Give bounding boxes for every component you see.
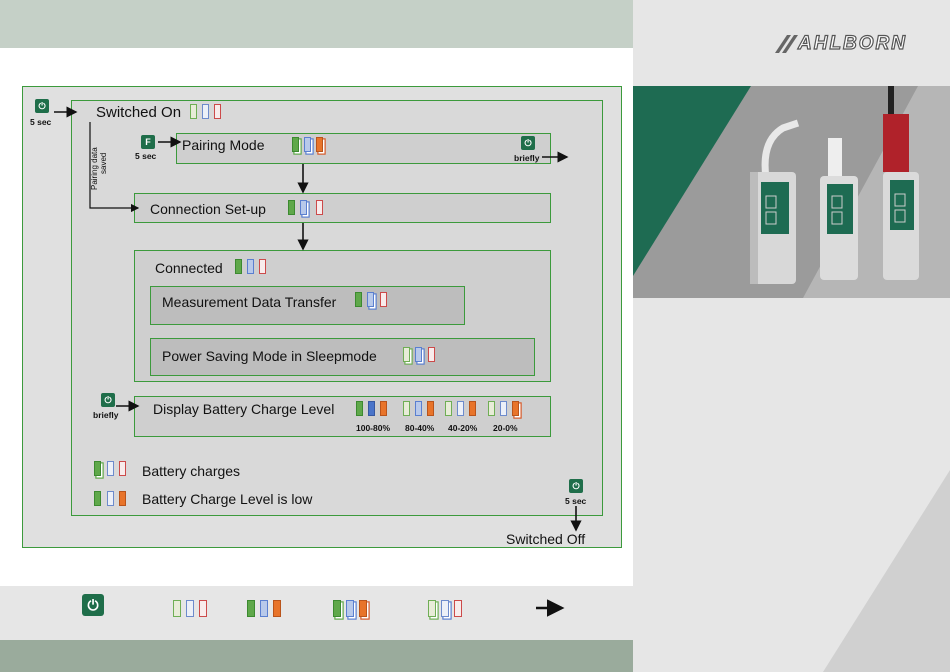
briefly-pairing-label: briefly (514, 153, 540, 163)
battery-orange-blink-icon (359, 600, 367, 617)
battery-blue-full-icon (368, 401, 375, 416)
battery-blue-icon (247, 259, 254, 274)
footer-bar (0, 640, 633, 672)
battery-blue-outline-icon (186, 600, 194, 617)
pairing-saved-label: Pairing data saved (90, 147, 108, 190)
battery-blue-blink-icon (300, 200, 307, 215)
battery-blue-outline-icon (500, 401, 507, 416)
battery-blue-icon (260, 600, 268, 617)
logo-text: AHLBORN (798, 33, 907, 55)
battery-green-icon (356, 401, 363, 416)
battery-orange-icon (119, 491, 126, 506)
battery-green-blink-icon (428, 600, 436, 617)
battery-red-icon (428, 347, 435, 362)
battery-blue-outline-icon (107, 491, 114, 506)
battery-orange-icon (469, 401, 476, 416)
pairing-saved-line-2: saved (99, 153, 108, 190)
level-100-80-label: 100-80% (356, 423, 390, 433)
battery-blue-icon (202, 104, 209, 119)
battery-green-blink-icon (403, 347, 410, 362)
power-button-icon: ⏻ (101, 393, 115, 407)
battery-blue-blink-icon (415, 347, 422, 362)
power-button-icon: ⏻ (521, 136, 535, 150)
product-photo (633, 86, 950, 298)
battery-green-outline-icon (403, 401, 410, 416)
battery-green-outline-icon (445, 401, 452, 416)
battery-orange-icon (273, 600, 281, 617)
battery-red-icon (380, 292, 387, 307)
battery-green-icon (247, 600, 255, 617)
battery-blue-blink-icon (441, 600, 449, 617)
briefly-display-label: briefly (93, 410, 119, 420)
battery-red-icon (454, 600, 462, 617)
battery-red-icon (316, 200, 323, 215)
battery-green-outline-icon (173, 600, 181, 617)
battery-red-icon (119, 461, 126, 476)
battery-green-icon (190, 104, 197, 119)
battery-red-icon (259, 259, 266, 274)
battery-orange-blink-icon (512, 401, 519, 416)
battery-blue-icon (415, 401, 422, 416)
battery-green-icon (94, 491, 101, 506)
power-saving-label: Power Saving Mode in Sleepmode (162, 348, 377, 364)
battery-blue-outline-icon (107, 461, 114, 476)
battery-orange-icon (380, 401, 387, 416)
battery-charges-label: Battery charges (142, 463, 240, 479)
pairing-mode-label: Pairing Mode (182, 137, 265, 153)
level-20-0-label: 20-0% (493, 423, 518, 433)
battery-green-icon (288, 200, 295, 215)
battery-orange-blink-icon (316, 137, 323, 152)
power-button-icon: ⏻ (82, 594, 104, 616)
display-battery-label: Display Battery Charge Level (153, 401, 334, 417)
battery-blue-outline-icon (457, 401, 464, 416)
battery-blue-blink-icon (304, 137, 311, 152)
battery-blue-blink-icon (367, 292, 374, 307)
battery-green-blink-icon (292, 137, 299, 152)
battery-low-label: Battery Charge Level is low (142, 491, 312, 507)
connected-label: Connected (155, 260, 223, 276)
f-5sec-label: 5 sec (135, 151, 156, 161)
battery-blue-blink-icon (346, 600, 354, 617)
power-button-icon: ⏻ (569, 479, 583, 493)
power-5sec-label: 5 sec (30, 117, 51, 127)
power-5sec-off-label: 5 sec (565, 496, 586, 506)
switched-on-label: Switched On (96, 104, 181, 121)
battery-red-icon (214, 104, 221, 119)
battery-orange-icon (427, 401, 434, 416)
power-button-icon: ⏻ (35, 99, 49, 113)
battery-red-icon (199, 600, 207, 617)
f-key-icon: F (141, 135, 155, 149)
battery-green-blink-icon (94, 461, 101, 476)
battery-green-blink-icon (333, 600, 341, 617)
battery-green-outline-icon (488, 401, 495, 416)
battery-green-icon (235, 259, 242, 274)
pairing-saved-line-1: Pairing data (90, 147, 99, 190)
measurement-transfer-label: Measurement Data Transfer (162, 294, 336, 310)
battery-green-icon (355, 292, 362, 307)
top-bar (0, 0, 633, 48)
connection-setup-label: Connection Set-up (150, 201, 266, 217)
level-80-40-label: 80-40% (405, 423, 434, 433)
switched-off-label: Switched Off (506, 531, 585, 547)
level-40-20-label: 40-20% (448, 423, 477, 433)
